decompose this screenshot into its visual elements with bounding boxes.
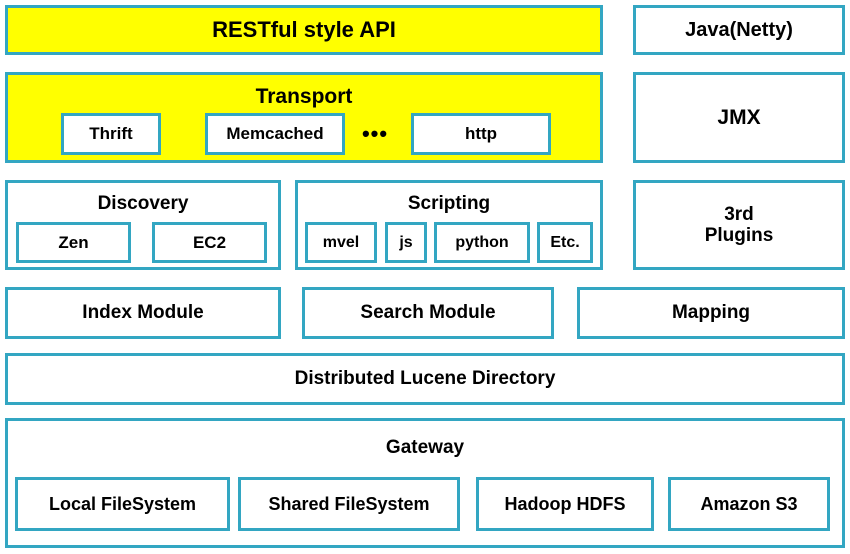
transport-protocol-http: http [411, 113, 551, 155]
scripting-engine-etc: Etc. [537, 222, 593, 263]
gateway-title: Gateway [385, 437, 465, 458]
discovery-provider-ec2: EC2 [152, 222, 267, 263]
gateway-backend-hadoop-hdfs: Hadoop HDFS [476, 477, 654, 531]
gateway-backend-local-filesystem: Local FileSystem [15, 477, 230, 531]
layer-third-party-plugins: 3rd Plugins [633, 180, 845, 270]
scripting-engine-python: python [434, 222, 530, 263]
layer-distributed-lucene-directory: Distributed Lucene Directory [5, 353, 845, 405]
module-search: Search Module [302, 287, 554, 339]
transport-ellipsis: ••• [361, 121, 389, 146]
module-mapping: Mapping [577, 287, 845, 339]
transport-protocol-thrift: Thrift [61, 113, 161, 155]
module-index: Index Module [5, 287, 281, 339]
gateway-backend-shared-filesystem: Shared FileSystem [238, 477, 460, 531]
layer-restful-api: RESTful style API [5, 5, 603, 55]
discovery-provider-zen: Zen [16, 222, 131, 263]
scripting-engine-js: js [385, 222, 427, 263]
scripting-title: Scripting [407, 193, 491, 214]
layer-java-netty: Java(Netty) [633, 5, 845, 55]
layer-jmx: JMX [633, 72, 845, 163]
transport-protocol-memcached: Memcached [205, 113, 345, 155]
discovery-title: Discovery [97, 193, 189, 214]
gateway-backend-amazon-s3: Amazon S3 [668, 477, 830, 531]
transport-title: Transport [255, 85, 353, 108]
scripting-engine-mvel: mvel [305, 222, 377, 263]
